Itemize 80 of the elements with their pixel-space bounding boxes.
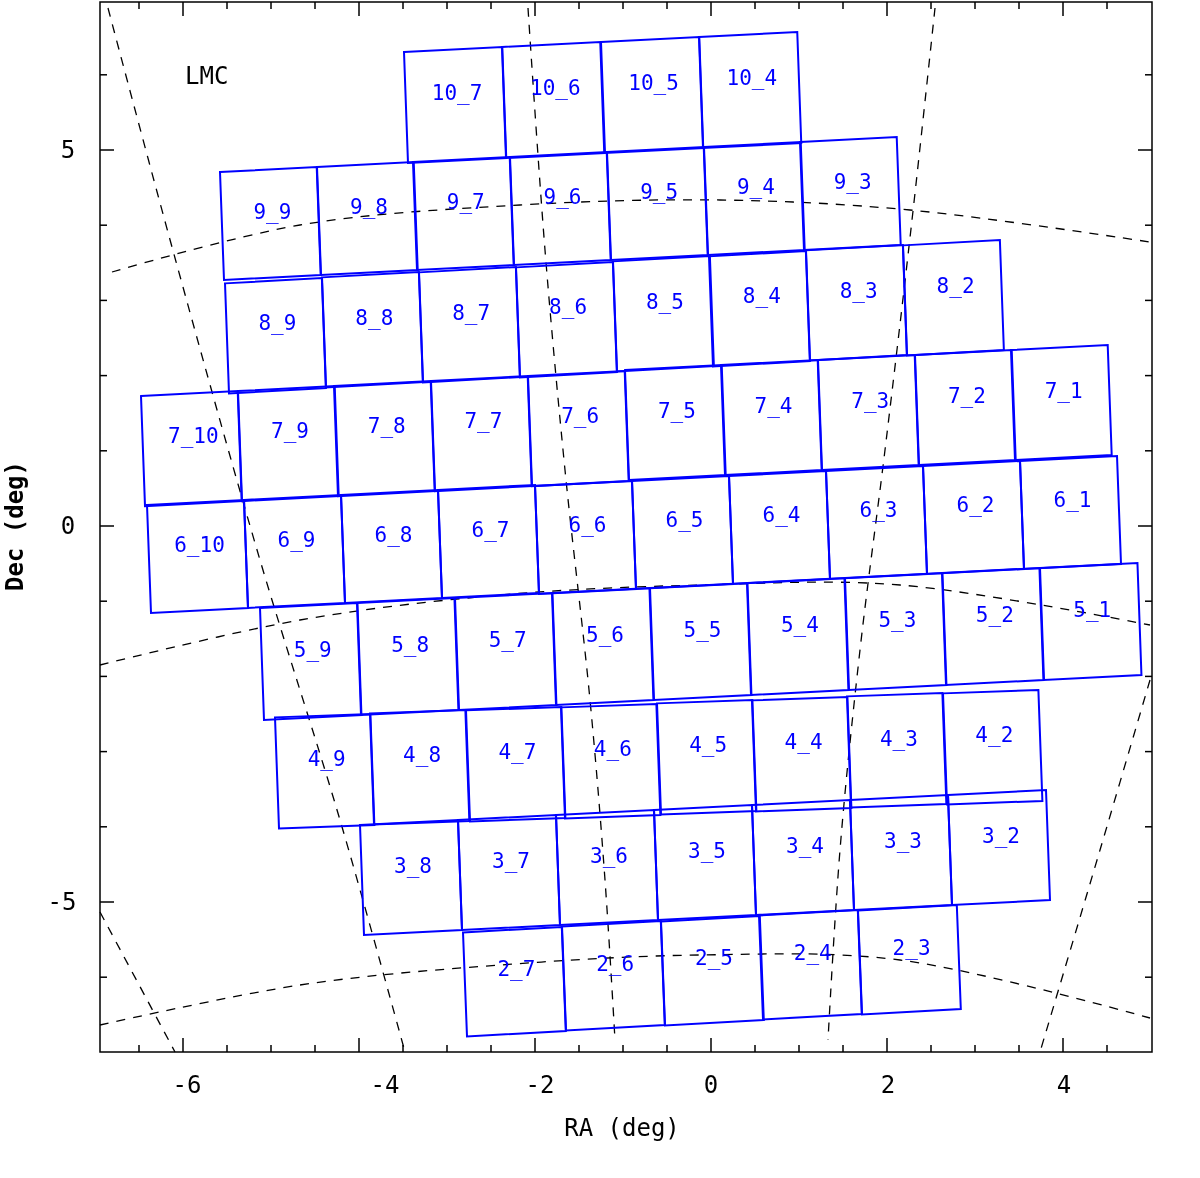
region-label: LMC	[185, 62, 229, 90]
tile-label: 4_3	[879, 726, 918, 751]
tile-label: 10_6	[530, 76, 581, 100]
tile-label: 9_4	[736, 174, 775, 199]
tile-label: 6_3	[859, 498, 898, 523]
tile-label: 9_7	[446, 189, 485, 214]
tile-label: 3_5	[688, 838, 726, 863]
tick-label: 0	[703, 1071, 719, 1099]
tile-label: 5_4	[780, 612, 819, 637]
tile-label: 5_6	[586, 622, 624, 647]
tile-label: 5_8	[391, 632, 430, 657]
tile-label: 10_7	[431, 81, 483, 105]
tick-label: -4	[370, 1071, 400, 1099]
tick-label: -5	[47, 888, 77, 916]
tick-label: 5	[60, 136, 76, 164]
tile-label: 6_6	[568, 512, 607, 537]
tile-label: 2_6	[596, 951, 635, 976]
tile-label: 7_5	[657, 398, 696, 423]
tile-label: 5_2	[975, 602, 1014, 627]
tile-label: 4_2	[975, 723, 1014, 748]
tile-label: 8_2	[936, 273, 975, 298]
tile-label: 9_9	[253, 199, 292, 224]
tile-label: 7_7	[464, 409, 503, 434]
tile-label: 8_3	[839, 279, 878, 304]
tile-label: 5_9	[293, 637, 332, 662]
tick-label: -2	[525, 1071, 555, 1099]
tick-label: 2	[880, 1071, 896, 1099]
tile-label: 7_3	[851, 388, 890, 413]
tile-label: 5_7	[488, 627, 527, 652]
axis-title: Dec (deg)	[1, 461, 29, 591]
tile-label: 4_8	[403, 743, 442, 768]
tile-label: 9_8	[350, 194, 388, 219]
tick-label: -6	[172, 1071, 202, 1099]
tile-label: 6_1	[1053, 488, 1092, 513]
tile-label: 10_4	[726, 66, 778, 90]
tile-label: 6_2	[956, 493, 995, 518]
tile-label: 8_8	[355, 305, 394, 330]
tile-label: 3_4	[786, 833, 824, 858]
tile-label: 2_7	[497, 957, 536, 982]
tile-label: 4_9	[307, 746, 346, 771]
tile-label: 8_4	[742, 284, 781, 309]
tile-label: 9_6	[543, 184, 582, 209]
tile-label: 7_4	[754, 393, 793, 418]
tile-label: 7_8	[367, 414, 406, 439]
tile-label: 4_5	[689, 733, 728, 758]
tile-label: 3_7	[492, 848, 530, 873]
tile-label: 6_5	[665, 508, 704, 533]
tile-label: 8_9	[258, 311, 297, 336]
tile-label: 3_2	[982, 823, 1020, 848]
tile-label: 5_3	[878, 607, 917, 632]
tile-label: 2_3	[892, 935, 931, 960]
tile-label: 7_9	[271, 419, 309, 444]
tile-label: 4_7	[498, 740, 537, 765]
tile-label: 10_5	[628, 71, 679, 95]
tile-label: 6_8	[374, 522, 413, 547]
tick-label: 0	[60, 512, 76, 540]
tile-label: 4_6	[593, 736, 632, 761]
tile-label: 9_3	[833, 169, 872, 194]
tile-label: 7_2	[947, 383, 986, 408]
tile-label: 3_3	[884, 828, 922, 853]
tile-label: 5_5	[683, 617, 722, 642]
tile-label: 5_1	[1073, 597, 1112, 622]
axis-title: RA (deg)	[564, 1114, 680, 1142]
tile-label: 3_8	[394, 853, 432, 878]
tile-label: 6_4	[762, 503, 801, 528]
tile-label: 7_1	[1044, 378, 1083, 403]
tile-label: 3_6	[590, 843, 628, 868]
tile-label: 2_5	[695, 946, 733, 971]
tile-label: 8_5	[645, 289, 684, 314]
tile-label: 2_4	[793, 941, 832, 966]
tile-label: 6_9	[277, 527, 316, 552]
tile-label: 6_10	[174, 532, 225, 557]
tile-label: 4_4	[784, 729, 823, 754]
tile-label: 6_7	[471, 517, 510, 542]
tile-label: 8_7	[452, 300, 491, 325]
tile-label: 7_10	[168, 424, 219, 449]
tile-label: 8_6	[549, 295, 588, 320]
tick-label: 4	[1056, 1071, 1072, 1099]
tile-label: 7_6	[561, 404, 600, 429]
tile-label: 9_5	[640, 179, 679, 204]
